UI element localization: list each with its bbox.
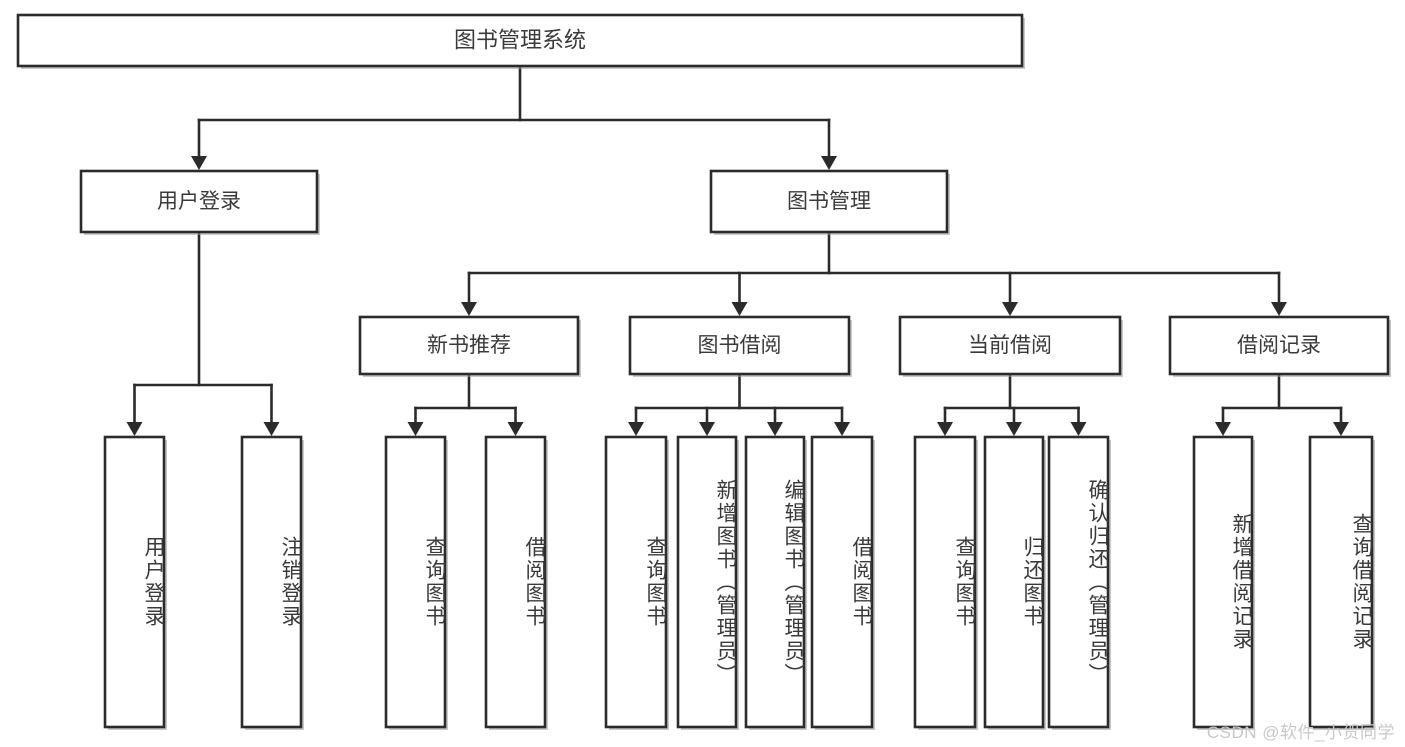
arrow-head-icon [191,156,207,170]
node-label-user-login: 用户登录 [157,190,241,213]
node-box-borrow-record[interactable] [1168,315,1390,376]
node-box-user-login[interactable] [79,169,319,234]
arrow-head-icon [1271,302,1287,316]
node-label-book-borrow: 图书借阅 [698,334,782,357]
arrow-head-icon [1002,302,1018,316]
node-box-layer [16,13,1391,730]
node-box-leaf-query-record[interactable] [1308,435,1374,729]
node-box-leaf-borrow-book[interactable] [810,435,874,729]
arrow-head-icon [767,422,783,436]
arrow-head-icon [834,422,850,436]
node-box-leaf-query-book-cur[interactable] [913,435,977,729]
arrow-head-icon [126,422,143,436]
node-box-leaf-borrow-book-rec[interactable] [484,435,547,729]
arrow-head-icon [1006,422,1022,436]
arrow-head-icon [461,302,477,316]
node-box-new-book-recommend[interactable] [358,315,580,376]
node-label-borrow-record: 借阅记录 [1237,334,1321,357]
arrow-head-icon [699,422,715,436]
node-box-current-borrow[interactable] [898,315,1122,376]
arrow-head-icon [937,422,953,436]
node-label-book-manage: 图书管理 [787,190,871,213]
node-box-leaf-add-book[interactable] [676,435,738,729]
node-box-leaf-return-book[interactable] [983,435,1045,729]
arrow-head-icon [263,422,280,436]
node-label-root: 图书管理系统 [454,27,586,52]
arrow-head-icon [628,422,644,436]
arrow-head-icon [821,156,837,170]
node-box-leaf-confirm-return[interactable] [1047,435,1110,729]
node-box-root[interactable] [16,13,1024,68]
arrow-head-icon [1215,422,1231,436]
connector-layer [126,64,1349,436]
arrow-head-icon [731,302,748,316]
arrow-head-icon [507,422,524,436]
node-box-book-borrow[interactable] [628,315,851,376]
arrow-head-icon [1333,422,1349,436]
node-box-leaf-query-book-borrow[interactable] [604,435,668,729]
node-box-leaf-user-login[interactable] [103,435,166,729]
node-box-leaf-add-record[interactable] [1192,435,1254,729]
node-label-new-book-recommend: 新书推荐 [427,334,511,357]
node-box-leaf-query-book-rec[interactable] [384,435,447,729]
node-box-book-manage[interactable] [709,169,949,234]
node-box-leaf-logout[interactable] [240,435,303,729]
arrow-head-icon [407,422,424,436]
node-label-current-borrow: 当前借阅 [968,334,1052,357]
arrow-head-icon [1070,422,1087,436]
node-box-leaf-edit-book[interactable] [744,435,806,729]
